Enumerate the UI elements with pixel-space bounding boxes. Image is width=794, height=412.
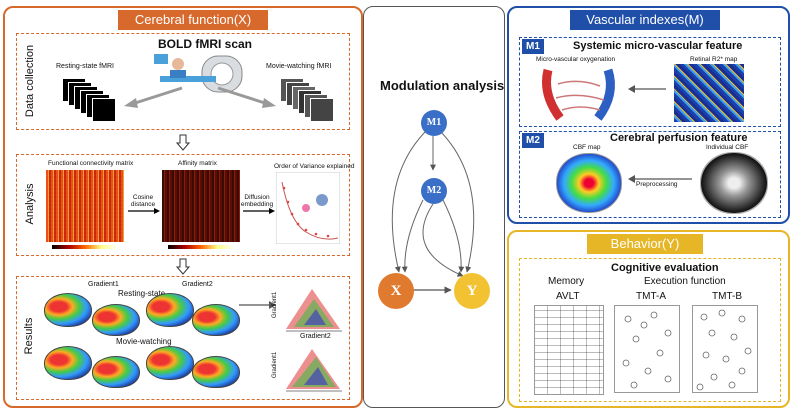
tmta-label: TMT-A — [636, 291, 666, 302]
tmtb-label: TMT-B — [712, 291, 742, 302]
variance-plot — [276, 172, 340, 244]
diffusion-embedding-label: Diffusion embedding — [240, 194, 274, 208]
cerebral-function-panel — [3, 6, 363, 408]
brain-movie-g2-lateral — [146, 346, 194, 380]
cbf-map — [556, 153, 622, 213]
gradient-scatter-resting — [286, 289, 342, 332]
preprocessing-label: Preprocessing — [636, 181, 678, 188]
cbf-map-label: CBF map — [573, 144, 601, 151]
gradient-scatter-movie — [286, 349, 342, 392]
brain-resting-g1-medial — [92, 304, 140, 336]
scatter-axis-gradient2: Gradient2 — [300, 333, 331, 340]
brain-movie-g1-medial — [92, 356, 140, 388]
arrow-diffusion — [243, 208, 275, 214]
arrow-cosine — [128, 208, 160, 214]
brain-resting-g2-medial — [192, 304, 240, 336]
cognitive-box — [519, 258, 781, 402]
vascular-panel — [507, 6, 790, 224]
resting-state-label: Resting-state — [118, 289, 166, 298]
brain-movie-g1-lateral — [44, 346, 92, 380]
brain-resting-g1-lateral — [44, 293, 92, 327]
m2-badge: M2 — [522, 133, 544, 148]
movie-fmri-volumes — [280, 78, 340, 122]
brain-resting-g2-lateral — [146, 293, 194, 327]
resting-state-fmri-label: Resting-state fMRI — [56, 63, 114, 70]
arrow-preprocessing — [628, 175, 692, 183]
retinal-r2-label: Retinal R2* map — [690, 56, 738, 63]
vessel-illustration — [542, 68, 615, 121]
fc-matrix-heatmap — [46, 170, 124, 242]
movie-watching-label: Movie-watching — [116, 337, 172, 346]
analysis-box — [16, 154, 350, 256]
node-m2: M2 — [421, 178, 447, 204]
affinity-colorbar — [168, 245, 234, 249]
cerebral-function-header: Cerebral function(X) — [118, 10, 268, 30]
down-arrow-2 — [176, 258, 190, 275]
results-box — [16, 276, 350, 400]
data-collection-label: Data collection — [24, 44, 36, 118]
oxygenation-label: Micro-vascular oxygenation — [536, 56, 616, 63]
retinal-r2-map — [674, 64, 744, 122]
behavior-header: Behavior(Y) — [587, 234, 703, 254]
scanner-arrows — [124, 86, 276, 108]
fc-colorbar — [52, 245, 118, 249]
variance-explained-label: Order of Variance explained — [274, 163, 355, 170]
scatter-axis-gradient1-b: Gradient1 — [272, 351, 279, 379]
node-y: Y — [454, 273, 490, 309]
down-arrow-1 — [176, 134, 190, 151]
cognitive-title: Cognitive evaluation — [611, 262, 719, 274]
m2-box — [519, 131, 781, 218]
results-label: Results — [23, 317, 35, 355]
avlt-form — [534, 305, 604, 395]
m1-badge: M1 — [522, 39, 544, 54]
individual-cbf-image — [700, 152, 768, 214]
affinity-matrix-label: Affinity matrix — [178, 160, 217, 167]
avlt-label: AVLT — [556, 291, 580, 302]
m1-title: Systemic micro-vascular feature — [573, 40, 743, 52]
movie-watching-fmri-label: Movie-watching fMRI — [266, 63, 332, 70]
modulation-title: Modulation analysis — [380, 78, 505, 93]
affinity-matrix-heatmap — [162, 170, 240, 242]
memory-label: Memory — [548, 276, 585, 287]
individual-cbf-label: Individual CBF — [706, 144, 749, 151]
node-m1: M1 — [421, 110, 447, 136]
node-x: X — [378, 273, 414, 309]
m2-title: Cerebral perfusion feature — [610, 132, 748, 144]
analysis-label: Analysis — [24, 183, 36, 225]
mri-scanner-illustration — [154, 54, 243, 93]
tmta-sheet — [614, 305, 680, 393]
fc-matrix-label: Functional connectivity matrix — [48, 160, 134, 167]
brain-movie-g2-medial — [192, 356, 240, 388]
gradient2-label: Gradient2 — [182, 281, 213, 288]
modulation-arrows — [391, 129, 475, 294]
bold-fmri-title: BOLD fMRI scan — [158, 37, 253, 51]
data-collection-box — [16, 33, 350, 130]
gradient1-label: Gradient1 — [88, 281, 119, 288]
cosine-distance-label: Cosine distance — [130, 194, 156, 208]
scatter-axis-gradient1-a: Gradient1 — [272, 291, 279, 319]
arrow-r2-to-vessel — [628, 85, 666, 93]
m1-box — [519, 37, 781, 127]
tmtb-sheet — [692, 305, 758, 393]
resting-fmri-volumes — [62, 78, 122, 122]
vascular-header: Vascular indexes(M) — [570, 10, 720, 30]
execution-label: Execution function — [644, 276, 726, 287]
results-arrow — [239, 301, 276, 309]
behavior-panel — [507, 230, 790, 408]
modulation-panel — [363, 6, 505, 408]
